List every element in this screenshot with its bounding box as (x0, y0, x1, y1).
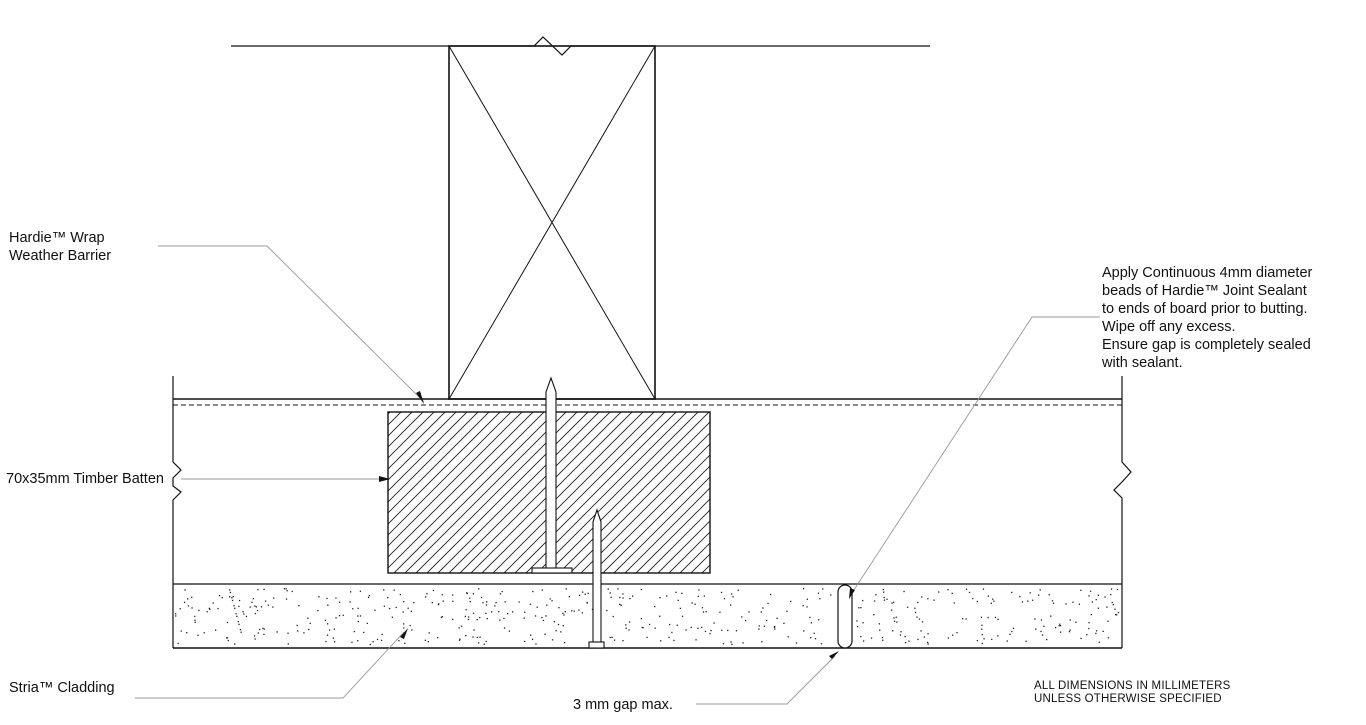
arrow-cladding (400, 628, 408, 639)
arrow-sealant (849, 588, 855, 599)
label-joint-sealant: Apply Continuous 4mm diameter beads of H… (1102, 264, 1312, 372)
joint-sealant-bead (837, 584, 853, 649)
leader-arrowheads (379, 391, 855, 659)
label-hardie-wrap-line2: Weather Barrier (9, 248, 112, 264)
label-timber-batten: 70x35mm Timber Batten (6, 471, 164, 487)
arrow-batten (379, 476, 390, 482)
sealant-line-4: Wipe off any excess. (1102, 319, 1236, 335)
sealant-line-2: beads of Hardie™ Joint Sealant (1102, 283, 1307, 299)
wall-outline (172, 376, 1132, 648)
batten-fixing-nail (531, 376, 573, 574)
dimensions-note: ALL DIMENSIONS IN MILLIMETERS UNLESS OTH… (1034, 680, 1230, 706)
leader-sealant (849, 316, 1100, 597)
cladding-fixing-nail (588, 508, 605, 649)
leader-lines (135, 245, 1100, 705)
label-hardie-wrap: Hardie™ Wrap Weather Barrier (9, 229, 111, 265)
leader-cladding (135, 631, 405, 699)
arrow-wrap (416, 391, 424, 404)
dimensions-note-line1: ALL DIMENSIONS IN MILLIMETERS (1034, 680, 1231, 692)
leader-gap (696, 655, 836, 705)
label-hardie-wrap-line1: Hardie™ Wrap (9, 230, 105, 246)
arrow-gap (829, 651, 839, 659)
label-gap: 3 mm gap max. (573, 697, 673, 713)
sealant-line-5: Ensure gap is completely sealed (1102, 337, 1311, 353)
sealant-line-6: with sealant. (1102, 355, 1183, 371)
dimensions-note-line2: UNLESS OTHERWISE SPECIFIED (1034, 693, 1222, 705)
stria-cladding (173, 583, 1122, 649)
sealant-line-1: Apply Continuous 4mm diameter (1102, 265, 1313, 281)
timber-stud (448, 45, 656, 400)
label-stria-cladding: Stria™ Cladding (9, 680, 115, 696)
sealant-line-3: to ends of board prior to butting. (1102, 301, 1308, 317)
leader-wrap (158, 245, 425, 403)
